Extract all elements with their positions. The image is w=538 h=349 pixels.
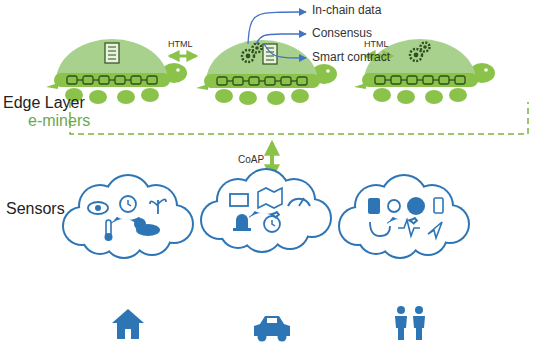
edge-layer-bracket [70, 102, 528, 134]
protocol-label: HTML [168, 39, 193, 49]
turtle [196, 40, 337, 105]
layer-title: Sensors [6, 200, 65, 218]
car-icon [254, 316, 290, 342]
people-icon [395, 306, 425, 340]
flow-arrow [248, 12, 306, 44]
flow-arrow [264, 44, 306, 58]
layer-title: Edge Layer [3, 94, 85, 112]
output-label: Smart contract [312, 51, 390, 65]
sensor-cloud [62, 174, 194, 259]
protocol-label: HTML [364, 39, 389, 49]
layer-subtitle: e-miners [28, 112, 90, 130]
house-icon [112, 309, 144, 339]
double-arrow [170, 55, 196, 58]
sensor-cloud [338, 174, 470, 259]
output-label: In-chain data [312, 4, 381, 18]
flow-arrow [256, 34, 306, 44]
protocol-label: CoAP [238, 154, 264, 166]
turtle [354, 39, 495, 104]
sensor-cloud [200, 168, 332, 253]
output-label: Consensus [312, 27, 372, 41]
